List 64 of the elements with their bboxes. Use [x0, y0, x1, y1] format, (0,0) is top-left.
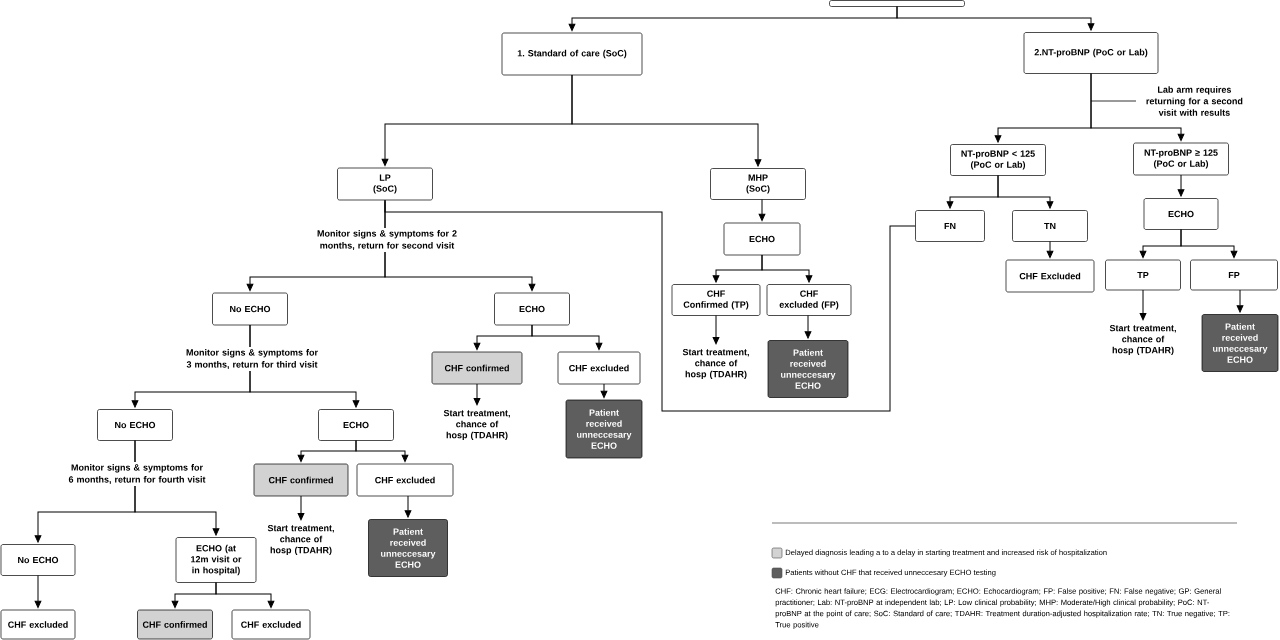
edge-label: Monitor signs & symptoms for 6 months, return for fourth visit: [60, 462, 214, 486]
process-box: CHF excluded: [356, 463, 454, 497]
process-box: CHF Confirmed (TP): [671, 284, 761, 316]
outcome-text: Start treatment, chance of hosp (TDAHR): [682, 348, 749, 380]
arrow: [1236, 289, 1244, 313]
arrow: [1177, 174, 1185, 197]
outcome-box: CHF confirmed: [431, 351, 523, 385]
arrow: [384, 199, 536, 292]
process-box: ECHO: [723, 222, 801, 256]
process-box: MHP (SoC): [710, 168, 806, 200]
arrow: [761, 254, 813, 283]
arrow: [571, 74, 762, 167]
process-box: TN: [1012, 210, 1088, 242]
process-box: TP: [1105, 259, 1181, 291]
arrow: [997, 175, 1054, 209]
arrow: [531, 324, 603, 351]
outcome-text: Start treatment, chance of hosp (TDAHR): [443, 409, 510, 441]
arrow: [1139, 289, 1147, 321]
outcome-box: CHF confirmed: [137, 609, 213, 640]
outcome-box: Patient received unneccesary ECHO: [1201, 314, 1279, 372]
outcome-box: Patient received unneccesary ECHO: [368, 519, 448, 577]
edge-label: Lab arm requires returning for a second visit with results: [1090, 84, 1253, 118]
process-box: FN: [915, 210, 985, 242]
process-box: NT-proBNP < 125 (PoC or Lab): [950, 144, 1046, 176]
arrow: [355, 440, 409, 463]
arrow: [758, 199, 766, 222]
edge-label: Monitor signs & symptoms for 2 months, return for second visit: [310, 228, 464, 252]
process-box: CHF Excluded: [1005, 259, 1095, 293]
process-box: ECHO (at 12m visit or in hospital): [175, 537, 257, 583]
process-box: CHF excluded: [231, 609, 311, 640]
arrow: [804, 315, 812, 339]
process-box: ECHO: [318, 409, 394, 441]
arrow: [712, 315, 720, 345]
process-box: No ECHO: [97, 409, 173, 441]
arrow: [1090, 73, 1185, 142]
outcome-box: Patient received unneccesary ECHO: [767, 340, 849, 398]
process-box: ECHO: [494, 292, 570, 326]
arrow: [249, 324, 360, 408]
process-box: NT-proBNP ≥ 125 (PoC or Lab): [1133, 142, 1229, 176]
arrow: [34, 575, 42, 609]
outcome-box: Patient received unneccesary ECHO: [565, 399, 643, 459]
outcome-text: Start treatment, chance of hosp (TDAHR): [267, 524, 334, 556]
process-box: No ECHO: [0, 544, 76, 576]
arrow: [896, 6, 1095, 31]
outcome-text: Start treatment, chance of hosp (TDAHR): [1109, 324, 1176, 356]
edge-label: Monitor signs & symptoms for 3 months, return for third visit: [175, 347, 329, 371]
arrow: [297, 495, 305, 521]
process-box: CHF excluded: [0, 609, 76, 640]
process-box: CHF excluded: [557, 351, 641, 385]
arrow: [215, 582, 275, 609]
arrow: [1180, 229, 1238, 259]
process-box: ECHO: [1143, 198, 1219, 230]
arrow: [473, 383, 481, 406]
process-box: 2.NT-proBNP (PoC or Lab): [1023, 32, 1159, 74]
process-box: CHF excluded (FP): [766, 284, 852, 316]
process-box: FP: [1190, 259, 1278, 291]
process-box: No ECHO: [212, 292, 288, 326]
arrow: [1046, 241, 1054, 259]
process-box: 1. Standard of care (SoC): [501, 32, 643, 76]
process-box: LP (SoC): [337, 167, 433, 201]
arrow: [404, 495, 412, 518]
empty-box: [829, 0, 965, 7]
arrow: [600, 383, 608, 399]
outcome-box: CHF confirmed: [253, 463, 349, 497]
